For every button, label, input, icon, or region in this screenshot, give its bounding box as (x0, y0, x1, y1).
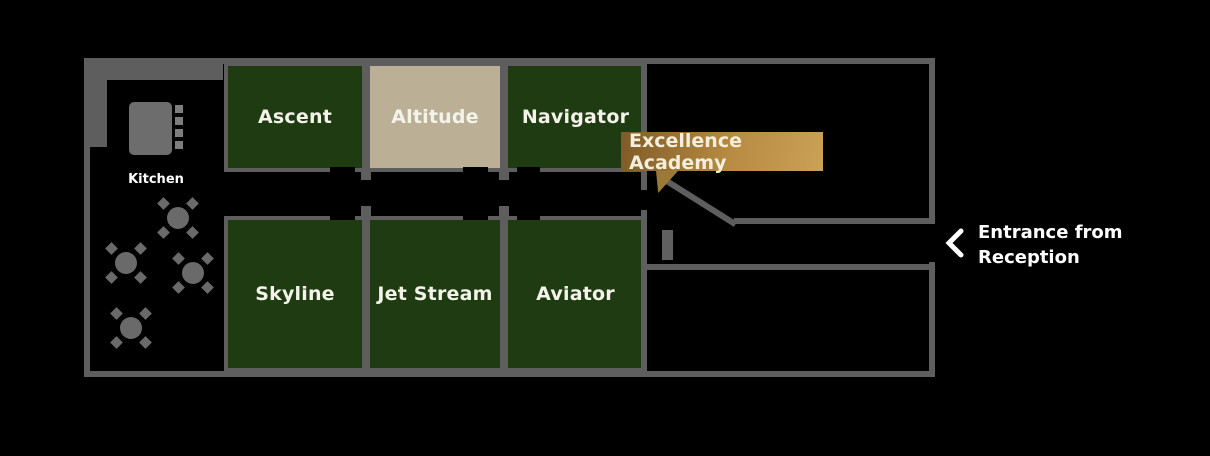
dining-table (109, 306, 153, 350)
wall-right-lower (929, 262, 935, 377)
room-altitude: Altitude (366, 62, 504, 172)
counter-chair (175, 141, 183, 149)
chair-icon (186, 197, 199, 210)
chair-icon (157, 197, 170, 210)
table-top (167, 207, 189, 229)
entrance-label: Entrance from Reception (978, 220, 1123, 270)
chair-icon (110, 336, 123, 349)
chair-icon (201, 281, 214, 294)
table-top (182, 262, 204, 284)
chair-icon (134, 242, 147, 255)
table-top (120, 317, 142, 339)
wall-stub (499, 206, 509, 218)
door-opening (330, 214, 355, 220)
entrance-label-line1: Entrance from (978, 222, 1123, 243)
door-opening (330, 167, 355, 173)
wall-stub (361, 168, 371, 180)
counter-chair (175, 117, 183, 125)
chair-icon (110, 307, 123, 320)
chair-icon (105, 271, 118, 284)
room-altitude-label: Altitude (391, 106, 479, 128)
chair-icon (157, 226, 170, 239)
kitchen-label: Kitchen (128, 172, 184, 187)
door-opening (517, 167, 540, 173)
room-aviator-label: Aviator (536, 283, 615, 305)
wall-thick-top (84, 58, 223, 80)
entrance-door (662, 230, 673, 260)
chair-icon (201, 252, 214, 265)
room-jet-stream-label: Jet Stream (377, 283, 493, 305)
chair-icon (186, 226, 199, 239)
dining-table (104, 241, 148, 285)
wall-lower-room-top (641, 264, 929, 270)
wall-top (84, 58, 935, 64)
wall-stub (361, 206, 371, 218)
counter-chair (175, 105, 183, 113)
chevron-left-icon (944, 227, 966, 263)
chair-icon (105, 242, 118, 255)
room-aviator: Aviator (504, 216, 647, 372)
door-opening (463, 214, 488, 220)
floor-plan: Ascent Altitude Navigator Skyline Jet St… (84, 58, 935, 377)
dining-table (156, 196, 200, 240)
kitchen-counter (129, 102, 172, 155)
door-opening (517, 214, 540, 220)
callout-label: Excellence Academy (629, 129, 742, 174)
dining-table (171, 251, 215, 295)
entrance-label-line2: Reception (978, 247, 1080, 268)
room-skyline: Skyline (224, 216, 366, 372)
wall-bottom (84, 371, 935, 377)
wall-right-upper (929, 58, 935, 224)
wall-aviator-right (641, 210, 647, 371)
wall-thick-left (84, 58, 107, 147)
wall-left (84, 58, 90, 377)
room-skyline-label: Skyline (255, 283, 335, 305)
wall-stub (499, 168, 509, 180)
room-ascent-label: Ascent (258, 106, 332, 128)
chair-icon (134, 271, 147, 284)
wall-rightsection-left (641, 58, 647, 177)
room-jet-stream: Jet Stream (366, 216, 504, 372)
room-navigator-label: Navigator (521, 106, 630, 128)
chair-icon (172, 281, 185, 294)
table-top (115, 252, 137, 274)
wall-diagonal (662, 177, 738, 227)
wall-stub (641, 172, 647, 190)
excellence-academy-callout: Excellence Academy (621, 129, 823, 174)
counter-chair (175, 129, 183, 137)
wall-upper-room-bottom (734, 218, 929, 224)
chair-icon (172, 252, 185, 265)
chair-icon (139, 336, 152, 349)
door-opening (463, 167, 488, 173)
room-ascent: Ascent (224, 62, 366, 172)
chair-icon (139, 307, 152, 320)
